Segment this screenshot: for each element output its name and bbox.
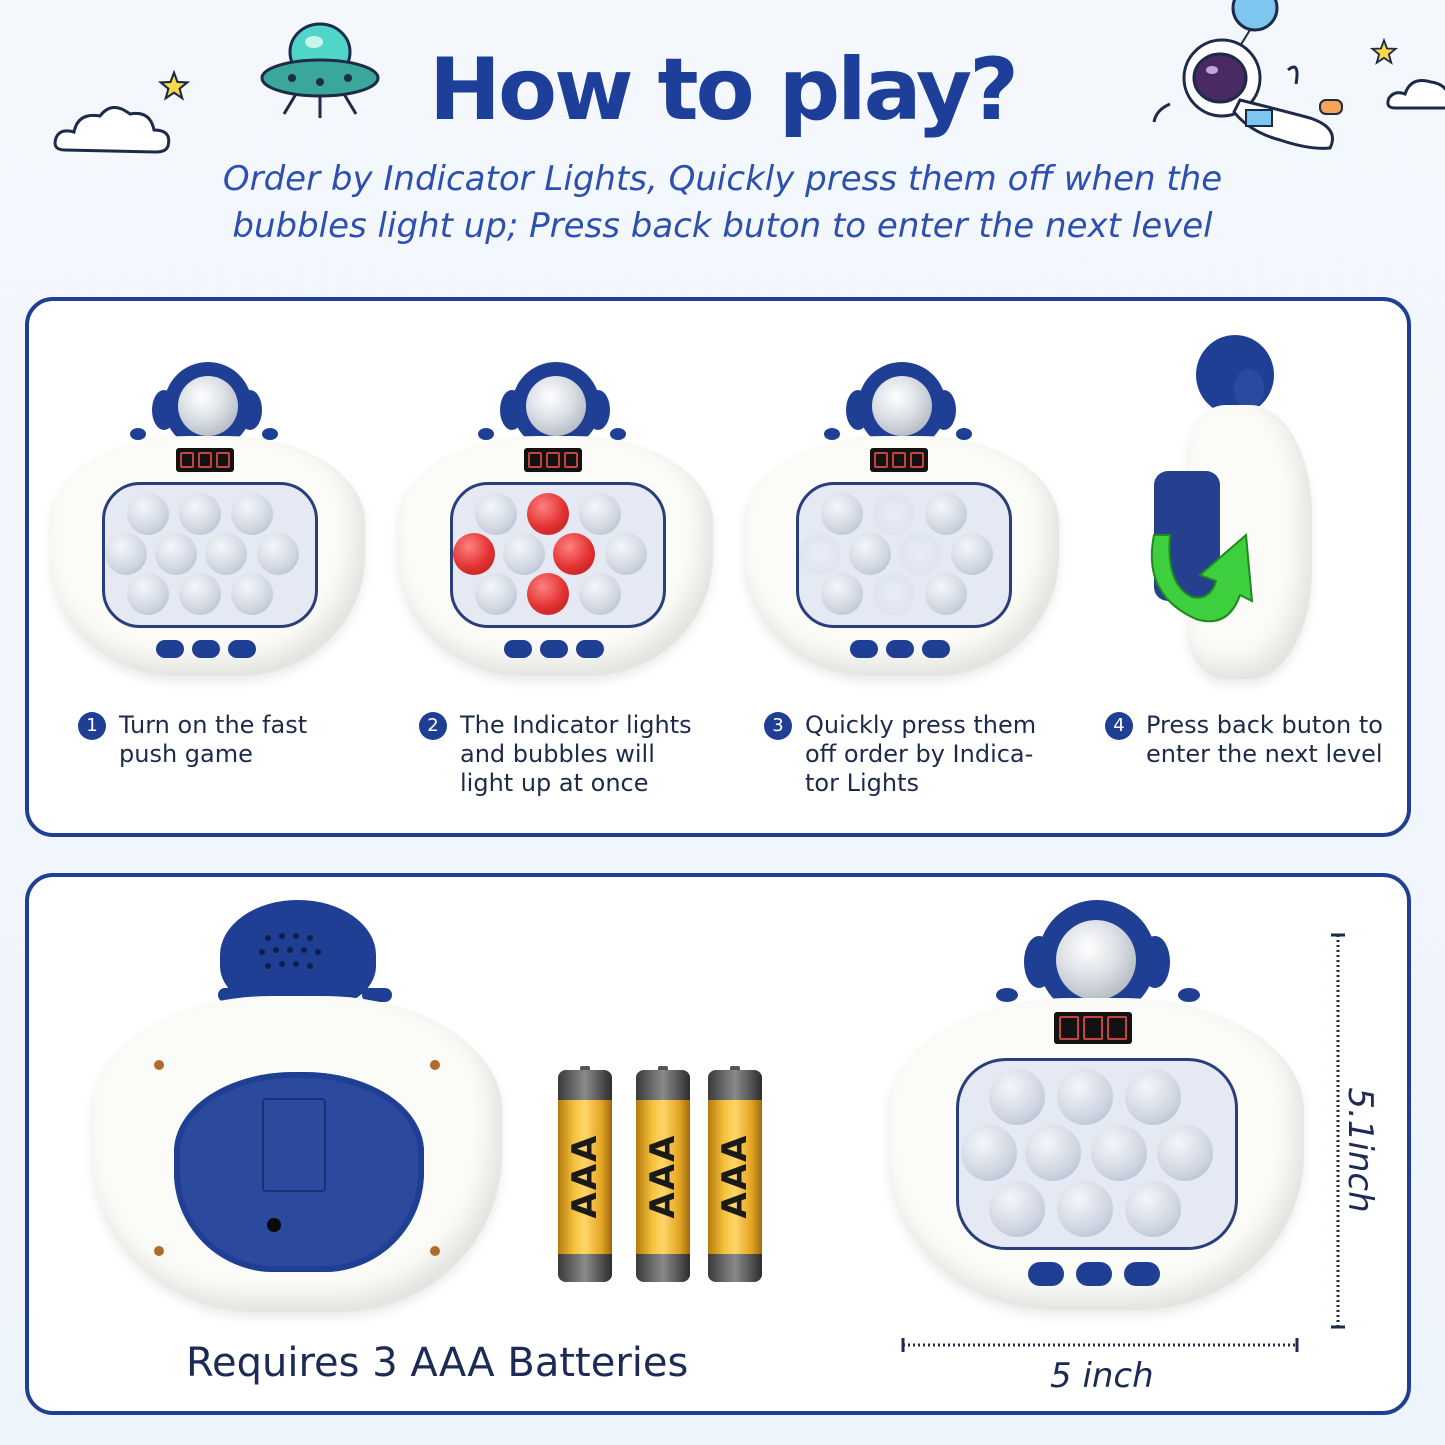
speaker-holes-icon: [259, 933, 321, 969]
aaa-battery: AAA: [708, 1070, 762, 1282]
toy-back-view: [92, 900, 502, 1320]
toy-front-view: [888, 900, 1304, 1312]
digit-display: [1054, 1012, 1132, 1044]
star-icon: [1370, 38, 1398, 65]
battery-label: AAA: [643, 1133, 683, 1219]
subtitle-line-1: Order by Indicator Lights, Quickly press…: [222, 159, 1223, 199]
bubble-grid: [796, 482, 1012, 628]
bubble-grid: [450, 482, 666, 628]
cloud-icon: [53, 106, 171, 154]
step-description: Turn on the fast push game: [119, 711, 308, 768]
subtitle-line-2: bubbles light up; Press back buton to en…: [232, 206, 1213, 246]
dimension-lines: [901, 933, 1345, 1352]
astronaut-icon: [1152, 0, 1343, 150]
aaa-battery: AAA: [636, 1070, 690, 1282]
step-description: Quickly press them off order by Indica- …: [805, 711, 1037, 797]
step-number-badge: 2: [419, 712, 447, 740]
bubble-grid: [102, 482, 318, 628]
aaa-battery: AAA: [558, 1070, 612, 1282]
toy-step-1: [50, 362, 365, 682]
step-description: The Indicator lights and bubbles will li…: [460, 711, 692, 797]
step-number-badge: 4: [1105, 712, 1133, 740]
digit-display: [870, 448, 928, 472]
cloud-icon: [1386, 79, 1445, 110]
step-number-badge: 3: [764, 712, 792, 740]
battery-requirement-caption: Requires 3 AAA Batteries: [186, 1340, 689, 1386]
step-number-badge: 1: [78, 712, 106, 740]
width-dimension-label: 5 inch: [1050, 1356, 1154, 1396]
toy-step-3: [744, 362, 1059, 682]
star-icon: [158, 70, 190, 101]
battery-label: AAA: [565, 1133, 605, 1219]
page-title: How to play?: [429, 40, 1019, 140]
bubble-grid: [956, 1058, 1238, 1250]
digit-display: [176, 448, 234, 472]
digit-display: [524, 448, 582, 472]
height-dimension-label: 5.1inch: [1340, 1087, 1380, 1213]
step-description: Press back buton to enter the next level: [1146, 711, 1383, 768]
ufo-icon: [260, 22, 380, 118]
toy-step-2: [398, 362, 713, 682]
toy-step-4-side: [1140, 335, 1320, 685]
rotate-arrow-icon: [1150, 532, 1254, 623]
battery-label: AAA: [715, 1133, 755, 1219]
